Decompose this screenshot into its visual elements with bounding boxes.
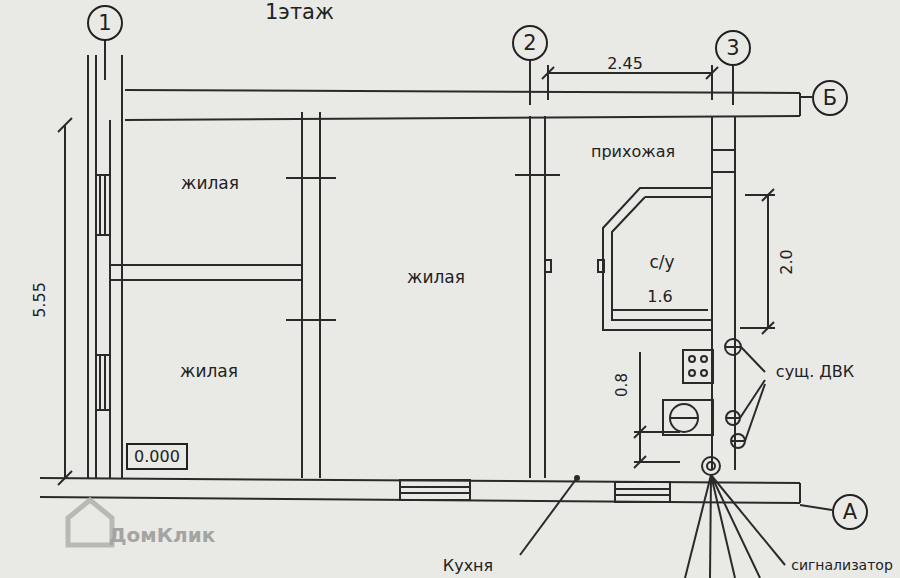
- axis-marker: Б: [812, 80, 848, 116]
- axis-marker: 2: [512, 25, 548, 61]
- dimension: 0.8: [614, 373, 631, 397]
- dimension: 5.55: [31, 282, 49, 318]
- room-name: жилая: [181, 174, 239, 193]
- room-name: Кухня: [443, 557, 493, 575]
- dimension: 2.45: [607, 55, 643, 73]
- level-value: 0.000: [134, 447, 180, 466]
- axis-marker: 1: [87, 5, 123, 41]
- room-name: жилая: [180, 362, 238, 381]
- dimension: 1.6: [647, 288, 672, 306]
- room-name: жилая: [407, 268, 465, 287]
- dimension: 2.0: [778, 249, 796, 274]
- axis-marker: А: [832, 494, 868, 530]
- watermark: ДомКлик: [109, 524, 215, 546]
- room-name: с/у: [649, 253, 674, 272]
- note-label: сигнализатор: [791, 558, 893, 573]
- axis-label: Б: [823, 86, 837, 110]
- level-mark: 0.000: [126, 443, 188, 470]
- axis-label: 1: [98, 11, 111, 35]
- axis-label: 2: [523, 31, 536, 55]
- axis-label: 3: [726, 36, 739, 60]
- room-name: прихожая: [591, 143, 675, 161]
- axis-marker: 3: [715, 30, 751, 66]
- plan-title: 1этаж: [265, 1, 334, 24]
- note-label: сущ. ДВК: [776, 363, 854, 381]
- axis-label: А: [843, 500, 857, 524]
